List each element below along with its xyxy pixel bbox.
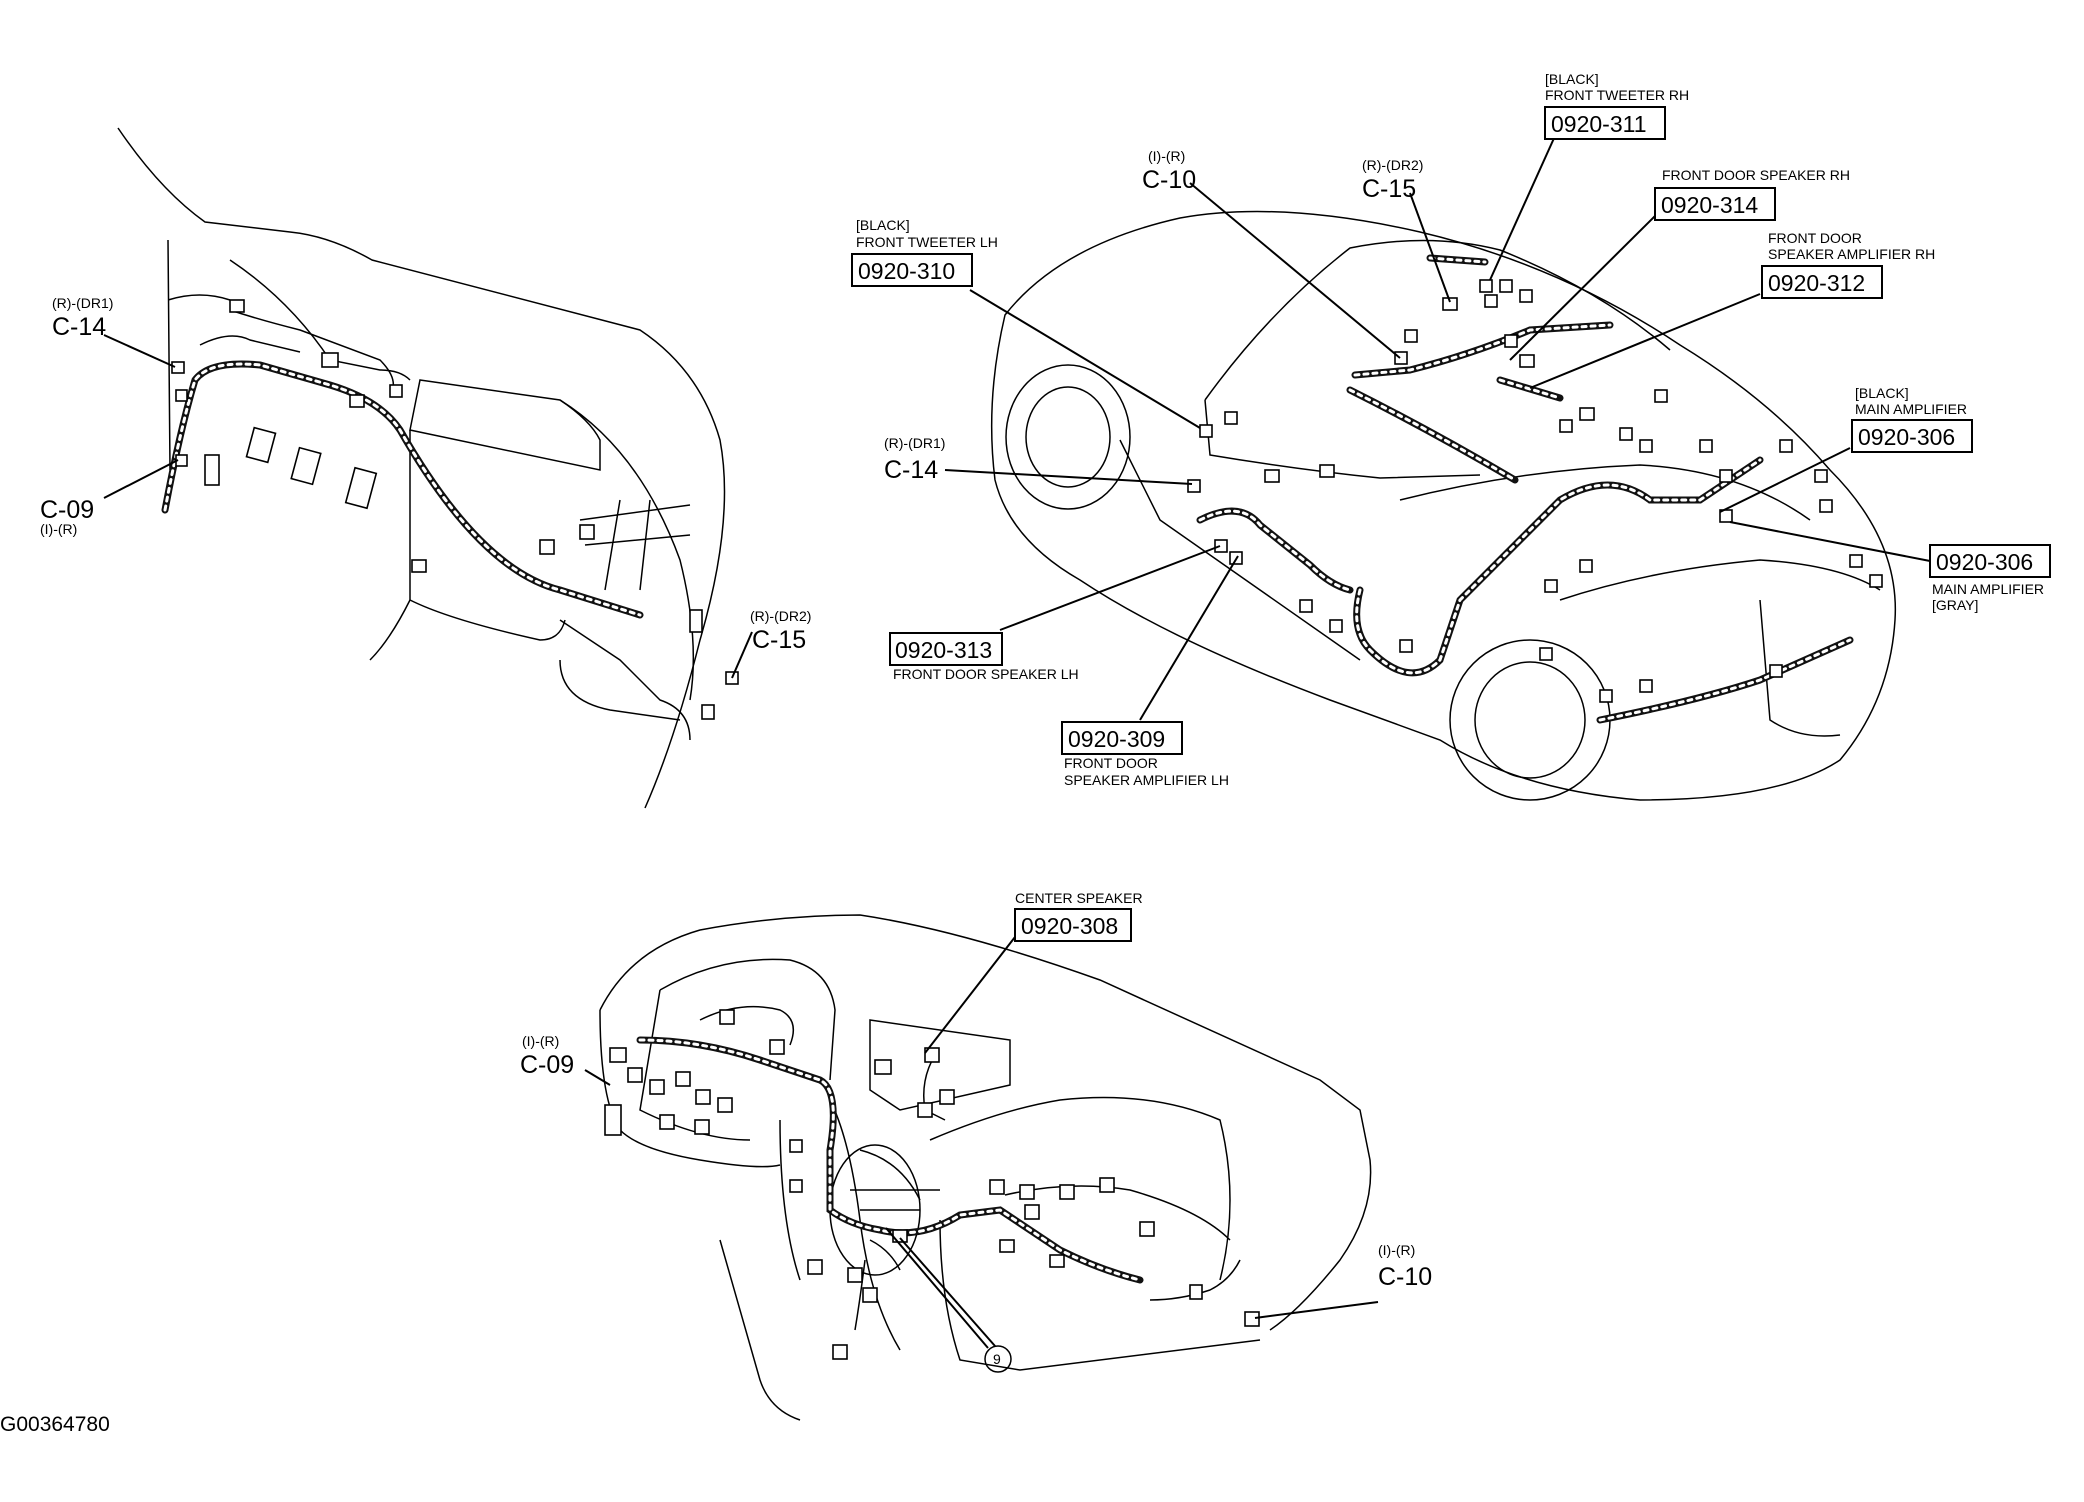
tweeter-lh-part-box: [851, 253, 973, 287]
c15-left-code: (R)-(DR2): [750, 608, 811, 624]
figure-id: G00364780: [0, 1413, 110, 1436]
tweeter-rh-leader: [1489, 135, 1556, 281]
center-speaker-part: 0920-308: [1021, 913, 1118, 939]
c10-dash-code: (I)-(R): [1378, 1242, 1415, 1258]
tweeter-lh-name: FRONT TWEETER LH: [856, 234, 998, 250]
c09-left-leader: [103, 459, 179, 499]
door-speaker-lh-leader: [999, 545, 1221, 631]
door-amp-lh-part-box: [1061, 721, 1183, 755]
c14-left-code: (R)-(DR1): [52, 295, 113, 311]
door-amp-rh-part: 0920-312: [1768, 270, 1865, 296]
c15-left-label: C-15: [752, 626, 806, 654]
door-speaker-rh-leader: [1509, 215, 1656, 361]
c10-dash-leader: [1254, 1301, 1379, 1319]
center-speaker-name: CENTER SPEAKER: [1015, 890, 1143, 906]
ground-leader-2: [899, 1237, 996, 1347]
c09-dash-code: (I)-(R): [522, 1033, 559, 1049]
c14-car-label: C-14: [884, 456, 938, 484]
c15-left-leader: [731, 631, 753, 679]
main-amp-black-part: 0920-306: [1858, 424, 1955, 450]
door-speaker-rh-name: FRONT DOOR SPEAKER RH: [1662, 167, 1850, 183]
c15-car-label: C-15: [1362, 175, 1416, 203]
door-amp-lh-leader: [1139, 555, 1239, 721]
c09-left-label: C-09: [40, 496, 94, 524]
c10-dash-label: C-10: [1378, 1263, 1432, 1291]
c14-car-leader: [944, 469, 1193, 485]
car-body-view: (I)-(R) C-10 (R)-(DR2) C-15 [BLACK] FRON…: [851, 71, 2051, 801]
ground-point-circle: [984, 1345, 1012, 1373]
c10-car-code: (I)-(R): [1148, 148, 1185, 164]
door-speaker-lh-part: 0920-313: [895, 637, 992, 663]
center-speaker-leader: [924, 936, 1016, 1054]
main-amp-black-part-box: [1851, 419, 1973, 453]
main-amp-gray-color: [GRAY]: [1932, 597, 1978, 613]
c09-left-code: (I)-(R): [40, 521, 77, 537]
dashboard-view: 9 CENTER SPEAKER 0920-308 (I)-(R) C-09 (…: [520, 890, 1432, 1421]
c10-car-leader: [1189, 182, 1401, 359]
door-speaker-rh-part: 0920-314: [1661, 192, 1758, 218]
main-amp-gray-part: 0920-306: [1936, 549, 2033, 575]
tweeter-lh-part: 0920-310: [858, 258, 955, 284]
main-amp-gray-name: MAIN AMPLIFIER: [1932, 581, 2044, 597]
left-footwell-view: (R)-(DR1) C-14 C-09 (I)-(R) (R)-(DR2) C-…: [40, 127, 811, 809]
c09-dash-leader: [584, 1069, 611, 1086]
c15-car-code: (R)-(DR2): [1362, 157, 1423, 173]
tweeter-rh-color: [BLACK]: [1545, 71, 1599, 87]
main-amp-black-name: MAIN AMPLIFIER: [1855, 401, 1967, 417]
tweeter-rh-part-box: [1544, 106, 1666, 140]
door-speaker-rh-part-box: [1654, 187, 1776, 221]
main-amp-gray-leader: [1729, 521, 1931, 562]
door-amp-lh-name-1: FRONT DOOR: [1064, 755, 1158, 771]
door-amp-lh-name-2: SPEAKER AMPLIFIER LH: [1064, 772, 1229, 788]
tweeter-rh-name: FRONT TWEETER RH: [1545, 87, 1689, 103]
door-amp-rh-part-box: [1761, 265, 1883, 299]
door-amp-rh-name-1: FRONT DOOR: [1768, 230, 1862, 246]
c14-left-leader: [103, 334, 176, 368]
tweeter-rh-part: 0920-311: [1551, 111, 1647, 137]
c15-car-leader: [1409, 192, 1451, 303]
ground-leader-1: [885, 1227, 989, 1349]
tweeter-lh-color: [BLACK]: [856, 217, 910, 233]
door-speaker-lh-name: FRONT DOOR SPEAKER LH: [893, 666, 1079, 682]
main-amp-black-color: [BLACK]: [1855, 385, 1909, 401]
door-speaker-lh-part-box: [889, 632, 1003, 666]
main-amp-black-leader: [1719, 447, 1851, 513]
ground-point-label: 9: [993, 1351, 1001, 1367]
main-amp-gray-part-box: [1929, 544, 2051, 578]
c14-left-label: C-14: [52, 313, 106, 341]
tweeter-lh-leader: [969, 289, 1201, 429]
door-amp-lh-part: 0920-309: [1068, 726, 1165, 752]
c09-dash-label: C-09: [520, 1051, 574, 1079]
door-amp-rh-name-2: SPEAKER AMPLIFIER RH: [1768, 246, 1935, 262]
door-amp-rh-leader: [1529, 293, 1761, 389]
c14-car-code: (R)-(DR1): [884, 435, 945, 451]
center-speaker-part-box: [1014, 908, 1132, 942]
c10-car-label: C-10: [1142, 166, 1196, 194]
